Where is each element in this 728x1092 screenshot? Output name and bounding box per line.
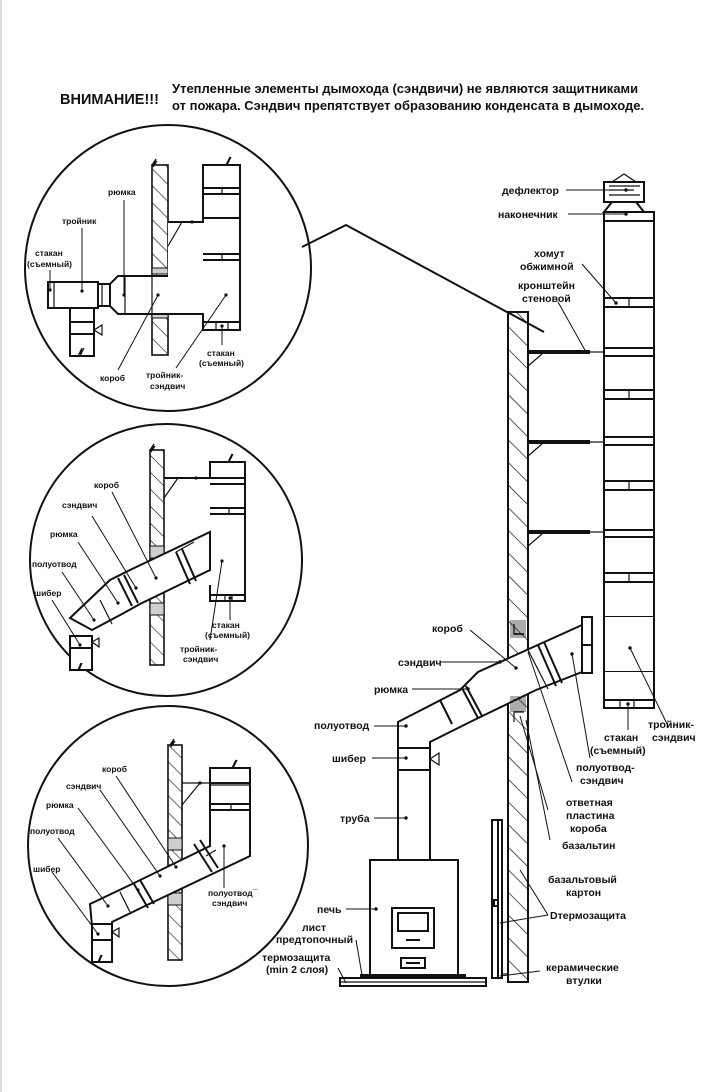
label-stakan: стакан [604,732,638,744]
label-stakan-1-note: (съемный) [27,259,72,269]
label-korob: короб [100,373,125,383]
label-sendvich: сэндвич [66,781,101,791]
label-poluotvod-sendvich-2: сэндвич [212,898,247,908]
label-stakan-1: стакан [35,248,63,258]
label-otvetnaya-2: пластина [566,810,615,822]
label-poluotvod: полуотвод [32,559,77,569]
label-deflektor: дефлектор [502,185,559,197]
label-bazalt-karton-2: картон [566,887,601,899]
warning-line-1: Утепленные элементы дымохода (сэндвичи) … [172,81,638,96]
detail-circle-outline [24,124,312,412]
detail-circle-2-angled: короб сэндвич рюмка полуотвод шибер стак… [29,423,303,697]
label-homut-2: обжимной [520,261,574,273]
label-stakan: стакан [212,620,240,630]
label-ryumka: рюмка [108,187,136,197]
label-korob: короб [94,480,119,490]
label-list: лист [302,922,326,934]
label-sendvich: сэндвич [62,500,97,510]
label-ryumka: рюмка [50,529,78,539]
label-korob: короб [102,764,127,774]
label-keramika-2: втулки [566,975,602,987]
label-termozashita: Dтермозащита [550,910,626,922]
main-chimney-diagram: дефлектор наконечник хомут обжимной крон… [262,173,696,987]
label-termo: термозащита [262,952,331,964]
warning-header: ВНИМАНИЕ!!! Утепленные элементы дымохода… [60,81,644,113]
damper-handle-icon [428,751,440,767]
roof-line [301,223,545,333]
wall [507,311,529,983]
label-pech: печь [317,904,342,916]
label-troynik-sendvich-2: сэндвич [150,381,185,391]
detail-circle-1-straight-tee: рюмка тройник стакан (съемный) короб тро… [24,124,312,412]
label-troynik-sendvich: тройник- [648,719,694,731]
label-troynik-sendvich-2: сэндвич [652,732,696,744]
label-shiber: шибер [332,753,366,765]
pipe [397,769,431,861]
warning-title: ВНИМАНИЕ!!! [60,92,159,108]
label-poluotvod: полуотвод [314,720,369,732]
label-korob: короб [432,623,463,635]
damper-handle-icon [92,323,103,337]
label-stakan-2-note: (съемный) [199,358,244,368]
label-poluotvod: полуотвод [30,826,75,836]
label-stakan-note: (съемный) [205,630,250,640]
pre-furnace-sheet [360,974,466,978]
label-kronshtein: кронштейн [518,280,575,292]
label-ryumka: рюмка [46,800,74,810]
label-stakan-2: стакан [207,348,235,358]
label-poluotvod-sendvich-2: сэндвич [580,775,624,787]
label-stakan-2: (съемный) [590,745,646,757]
label-troynik-sendvich-2: сэндвич [183,654,218,664]
label-otvetnaya: ответная [566,797,613,809]
label-keramika: керамические [546,962,619,974]
label-homut: хомут [534,248,565,260]
tee-body [47,281,99,309]
label-ryumka: рюмка [374,684,408,696]
detail-circle-outline [29,423,303,697]
label-kronshtein-2: стеновой [522,293,571,305]
vertical-sandwich [603,211,655,618]
wall [167,744,183,961]
detail-circle-outline [27,705,309,987]
label-sendvich: сэндвич [398,657,442,669]
damper-handle-icon [90,636,100,649]
label-nakonechnik: наконечник [498,209,559,221]
label-termo-2: (min 2 слоя) [266,964,328,976]
label-troynik-sendvich: тройник- [180,644,217,654]
label-poluotvod-sendvich: полуотвод- [576,762,635,774]
tee-sandwich [603,672,655,701]
damper-handle-icon [110,926,120,939]
detail-circle-3-offset: короб сэндвич рюмка полуотвод шибер полу… [27,705,309,987]
label-otvetnaya-3: короба [570,823,607,835]
label-list-2: предтопочный [276,934,353,946]
label-poluotvod-sendvich: полуотвод¯ [208,888,258,898]
label-truba: труба [340,813,370,825]
wall [151,164,169,356]
label-bazaltin: базальтин [562,840,616,852]
wall-brackets [527,350,604,547]
tip [601,201,647,213]
warning-line-2: от пожара. Сэндвич препятствует образова… [172,98,644,113]
label-troynik: тройник [62,216,97,226]
label-troynik-sendvich: тройник- [146,370,183,380]
deflector [603,181,645,203]
damper [397,747,431,771]
label-shiber: шибер [34,588,61,598]
label-shiber: шибер [33,864,60,874]
label-bazalt-karton: базальтовый [548,874,617,886]
